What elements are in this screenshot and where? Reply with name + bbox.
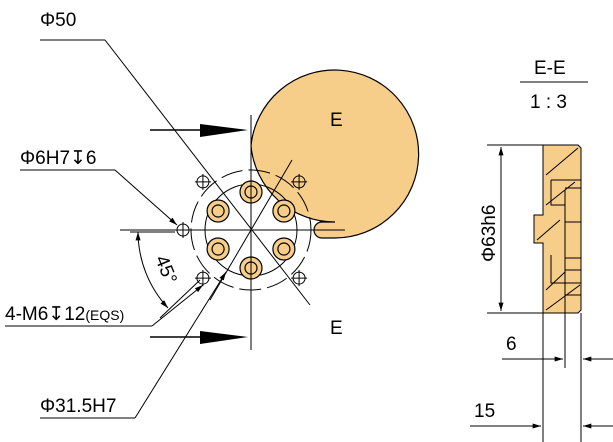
m6-label: 4-M6↧12(EQS) (5, 304, 124, 325)
section-mark-bottom: E (330, 318, 343, 339)
counterbore-hole (206, 237, 230, 261)
tapped-hole (194, 173, 211, 190)
phi315-label: Φ31.5H7 (40, 396, 116, 417)
phi50-label: Φ50 (40, 10, 76, 31)
section-arrow-top (200, 124, 248, 137)
tapped-hole (291, 270, 308, 287)
counterbore-hole (272, 199, 296, 223)
dim-6-label: 6 (506, 334, 517, 355)
section-scale: 1 : 3 (530, 92, 567, 113)
phi50-leader (104, 39, 311, 306)
diameter-label: Φ63h6 (479, 205, 500, 262)
counterbore-hole (206, 199, 230, 223)
dim-15-label: 15 (474, 401, 495, 422)
tapped-hole (291, 173, 308, 190)
angle-label: 45° (150, 253, 180, 288)
front-view (5, 39, 420, 419)
section-view: E-E 1 : 3 Φ63h6 6 15 (470, 58, 613, 442)
counterbore-hole (272, 237, 296, 261)
phi6h7-label: Φ6H7↧6 (20, 148, 97, 169)
tapped-hole (194, 270, 211, 287)
section-arrow-bottom (200, 331, 248, 344)
section-mark-top: E (330, 110, 343, 131)
section-title: E-E (534, 58, 566, 79)
